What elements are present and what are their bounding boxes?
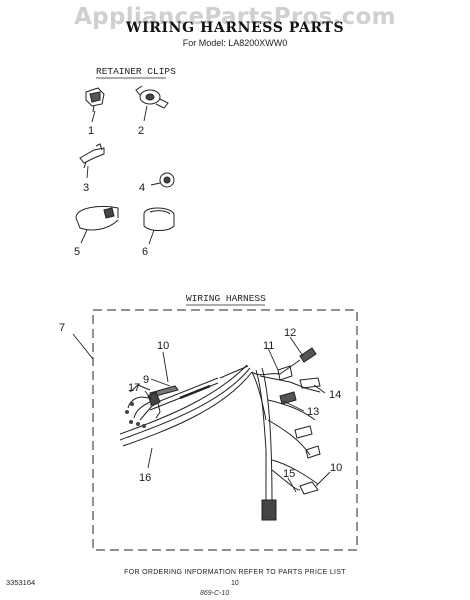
watermark: AppliancePartsPros.com <box>74 4 396 30</box>
ordering-footer: FOR ORDERING INFORMATION REFER TO PARTS … <box>124 569 346 576</box>
callout-3: 3 <box>83 182 89 194</box>
harness-box <box>92 309 358 551</box>
wiring-harness-heading: WIRING HARNESS <box>186 293 266 304</box>
document-number: 3353164 <box>6 578 36 587</box>
retainer-clips-heading: RETAINER CLIPS <box>96 66 176 77</box>
harness-leaders <box>144 336 331 493</box>
clip-6-drawing <box>143 207 175 231</box>
callout-6: 6 <box>142 246 148 258</box>
callout-17: 17 <box>128 382 140 394</box>
leader-4 <box>150 182 161 186</box>
clip-4-drawing <box>159 172 175 188</box>
callout-2: 2 <box>138 125 144 137</box>
leader-5 <box>80 229 88 244</box>
callout-5: 5 <box>74 246 80 258</box>
clip-1-drawing <box>85 87 105 113</box>
callout-7: 7 <box>59 322 65 334</box>
clip-2-drawing <box>135 85 169 109</box>
harness-dots <box>125 402 146 428</box>
callout-10-bottom: 10 <box>330 462 342 474</box>
callout-14: 14 <box>329 389 341 401</box>
callout-4: 4 <box>139 182 145 194</box>
callout-1: 1 <box>88 125 94 137</box>
leader-2 <box>143 105 148 122</box>
callout-12: 12 <box>284 327 296 339</box>
leader-7 <box>72 333 94 360</box>
clip-5-drawing <box>75 205 119 231</box>
wiring-harness-drawing <box>119 347 321 521</box>
clip-3-drawing <box>79 143 105 169</box>
handwritten-note: 869-C-10 <box>200 590 230 597</box>
callout-11: 11 <box>263 340 274 352</box>
callout-15: 15 <box>283 468 295 480</box>
callout-10-top: 10 <box>157 340 169 352</box>
callout-13: 13 <box>307 406 319 418</box>
callout-9: 9 <box>143 374 149 386</box>
page-title: WIRING HARNESS PARTS <box>125 20 345 36</box>
callout-16: 16 <box>139 472 151 484</box>
model-number: For Model: LA8200XWW0 <box>182 38 288 48</box>
leader-6 <box>148 229 155 245</box>
leader-3 <box>86 165 89 179</box>
leader-1 <box>91 110 96 123</box>
page-number: 10 <box>231 580 239 587</box>
